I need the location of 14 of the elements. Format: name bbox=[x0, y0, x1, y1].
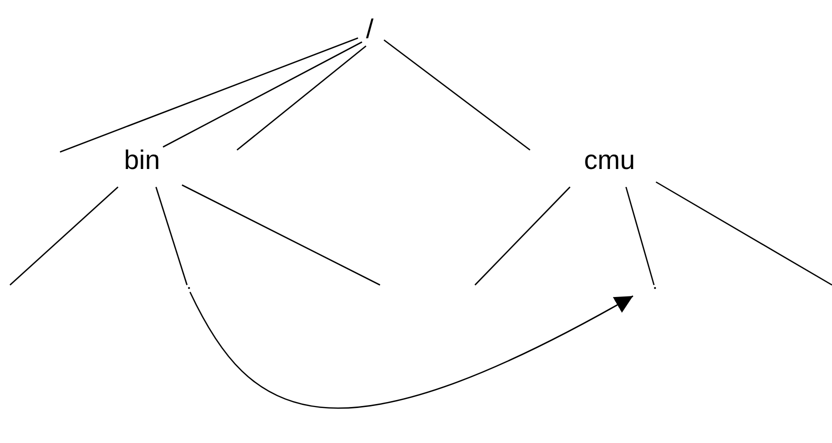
tree-branch-line bbox=[474, 186, 570, 286]
tree-branch-line bbox=[182, 184, 380, 286]
tree-branch-line bbox=[162, 41, 362, 148]
curved-arrow bbox=[189, 292, 634, 408]
tree-branch-line bbox=[236, 46, 366, 150]
tree-branch-line bbox=[625, 186, 655, 286]
tree-branch-line bbox=[10, 186, 118, 286]
tree-branch-line bbox=[155, 186, 188, 286]
tree-branch-line bbox=[656, 181, 832, 286]
directory-name: / bbox=[366, 14, 374, 44]
tree-branch-line bbox=[384, 39, 530, 151]
tree-branch-line bbox=[60, 37, 358, 153]
directory-name: bin bbox=[124, 145, 160, 175]
directory-name: cmu bbox=[584, 145, 636, 175]
